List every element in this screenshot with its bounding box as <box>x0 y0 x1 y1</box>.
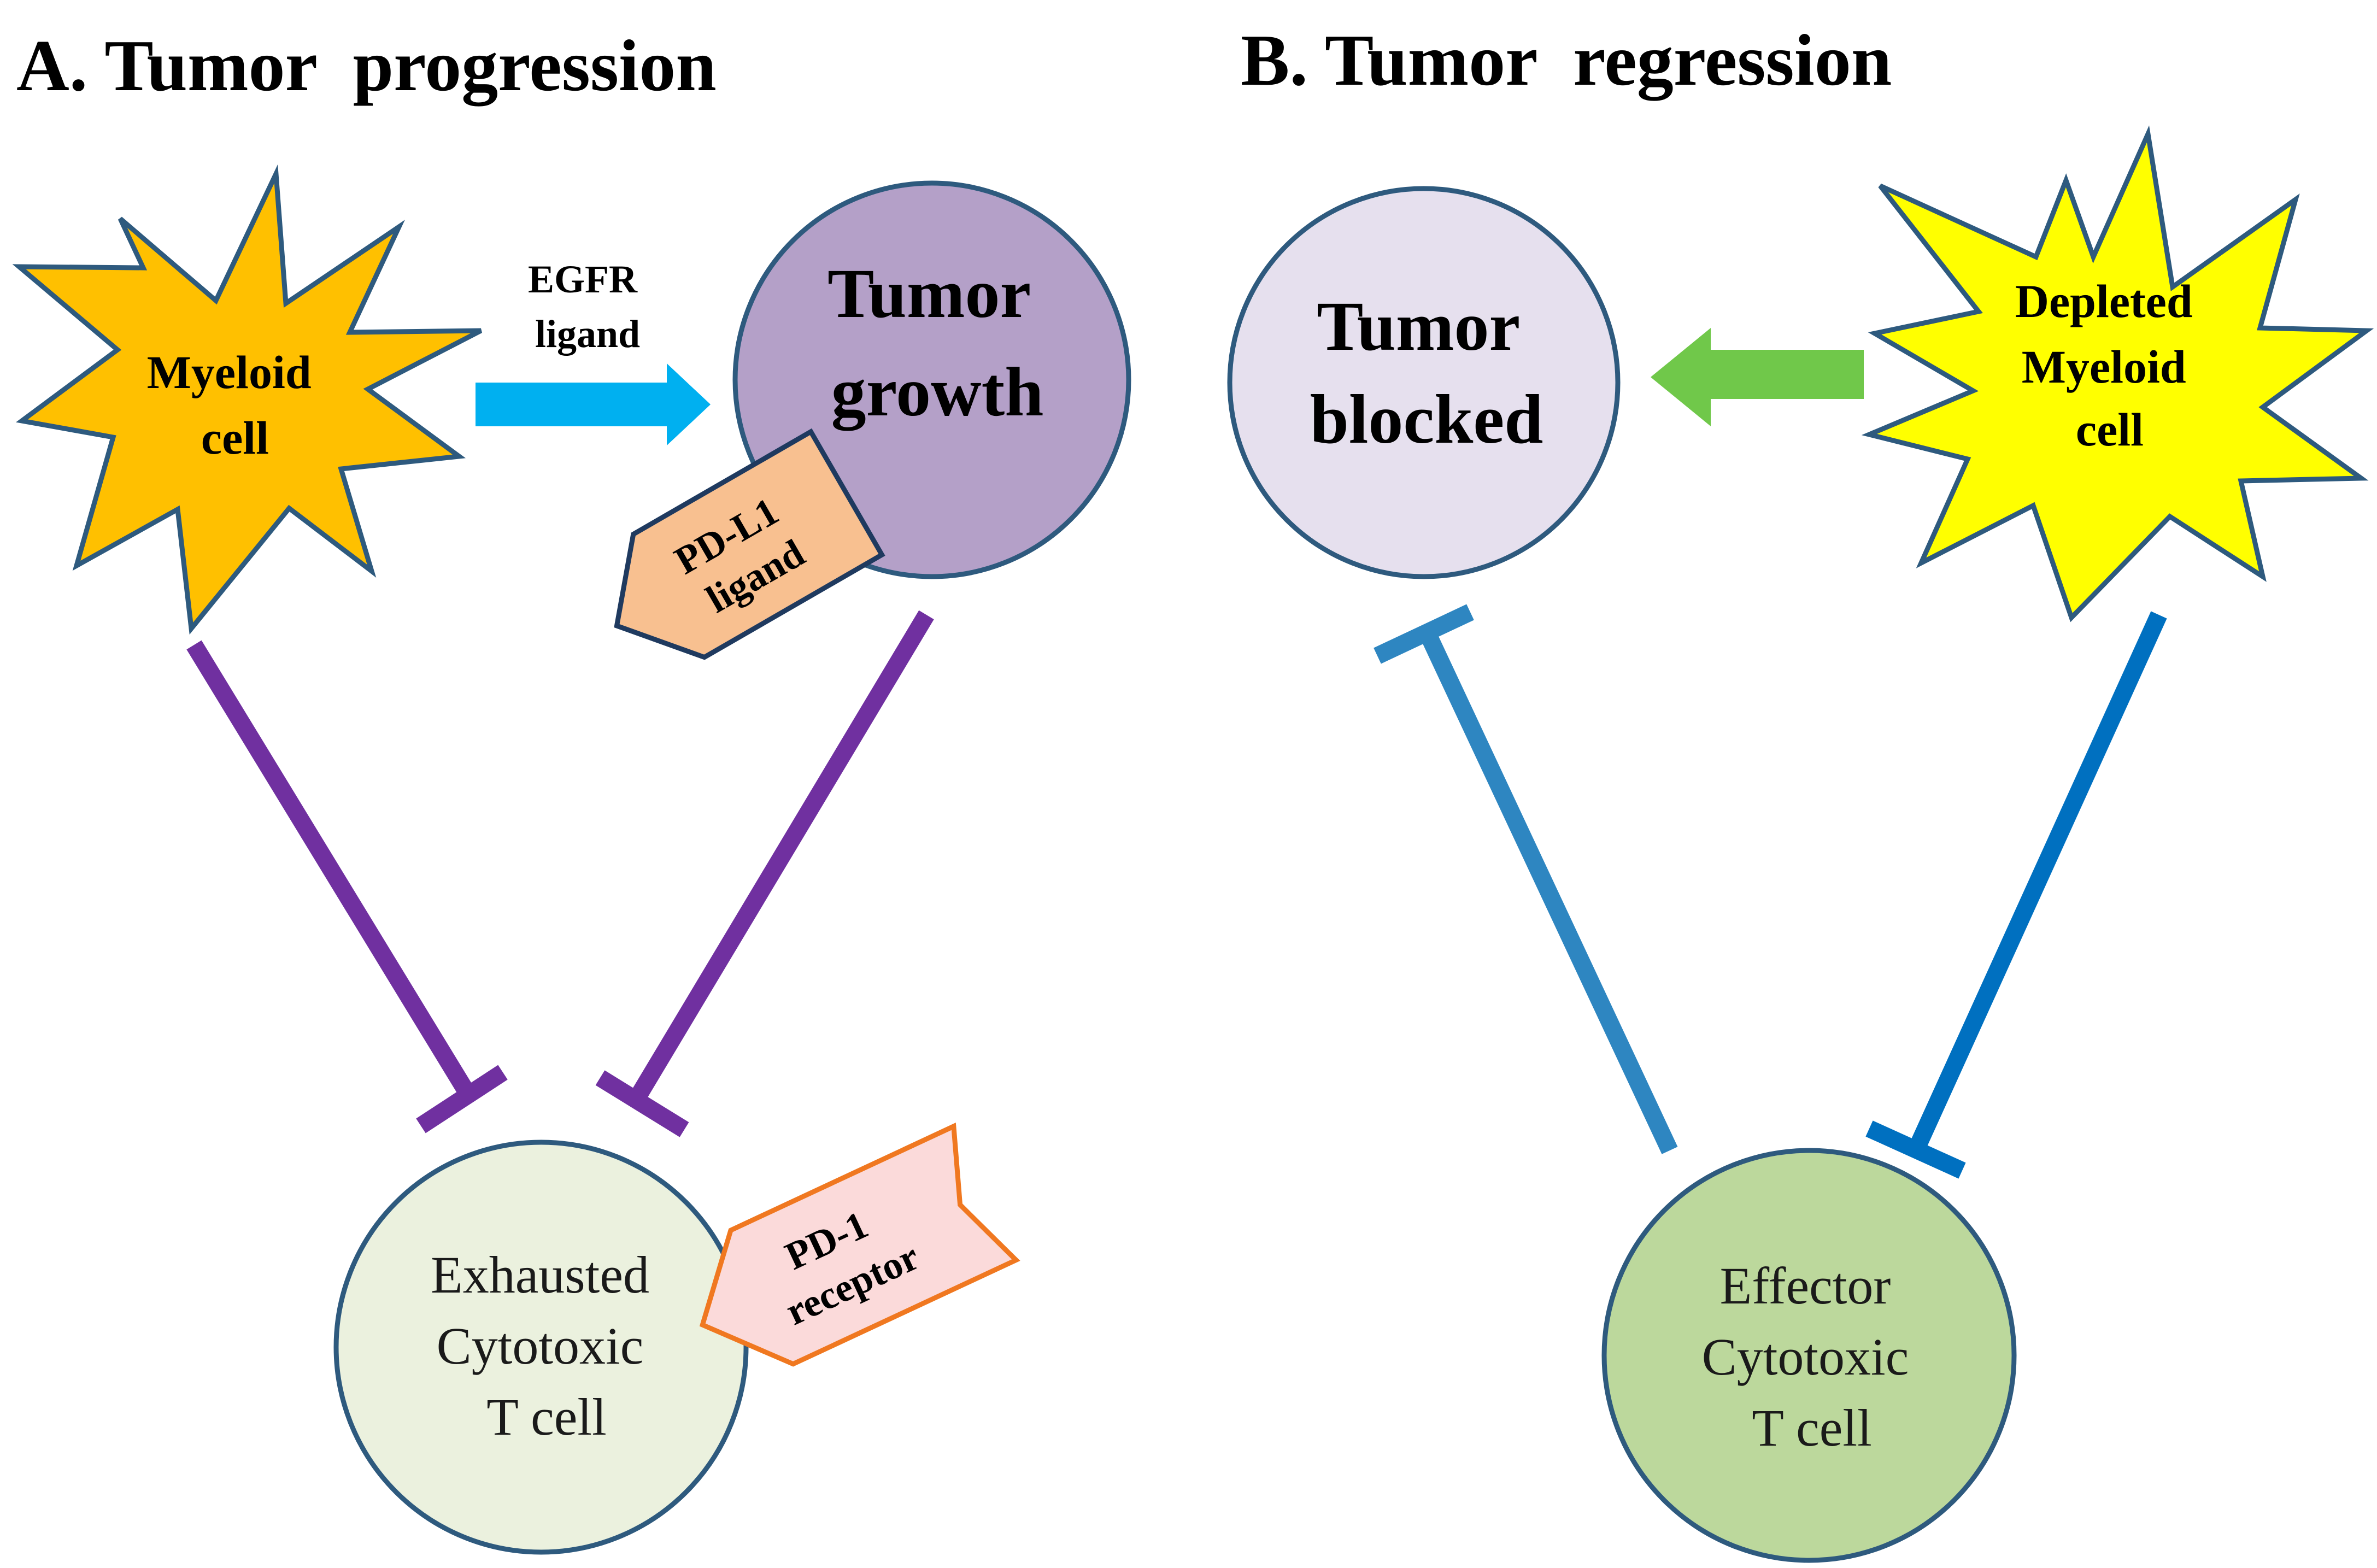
exhausted-tcell-node: Exhausted Cytotoxic T cell <box>333 1140 749 1555</box>
inhibition-line <box>1908 611 2167 1154</box>
tumor-blocked-circle <box>1227 186 1621 579</box>
myeloid-cell-label: Myeloid cell <box>147 346 323 464</box>
tumor-growth-label: Tumor growth <box>827 255 1047 431</box>
inhibition-line <box>629 610 934 1103</box>
pdl1-ligand-node: PD-L1 ligand <box>614 428 885 660</box>
starburst-icon <box>1861 125 2374 622</box>
effector-tcell-label: Effector Cytotoxic T cell <box>1702 1256 1922 1457</box>
inhibition-line <box>186 640 475 1098</box>
effector-tcell-circle <box>1601 1148 2017 1563</box>
exhausted-tcell-circle <box>333 1140 749 1555</box>
tumor-blocked-label: Tumor blocked <box>1310 287 1543 458</box>
inhibition-tumor-to-exhausted-tcell <box>595 610 934 1137</box>
tumor-blocked-node: Tumor blocked <box>1227 186 1621 579</box>
depleted-myeloid-cell-label: Depleted Myeloid cell <box>2015 275 2204 456</box>
myeloid-cell-node: Myeloid cell <box>12 164 483 635</box>
panel-a-title: A. Tumor progression <box>16 25 717 107</box>
inhibition-effector-tcell-to-tumor <box>1374 604 1678 1154</box>
panel-b-title: B. Tumor regression <box>1241 20 1892 101</box>
inhibition-depleted-myeloid-to-effector-tcell <box>1865 611 2167 1179</box>
depleted-myeloid-cell-node: Depleted Myeloid cell <box>1861 125 2374 622</box>
egfr-arrow-icon <box>476 363 711 445</box>
inhibition-line <box>1418 627 1678 1154</box>
effector-tcell-node: Effector Cytotoxic T cell <box>1601 1148 2017 1563</box>
pd1-receptor-shape <box>699 1123 1020 1367</box>
inhibition-myeloid-to-exhausted-tcell <box>186 640 508 1134</box>
starburst-icon <box>12 164 483 635</box>
exhausted-tcell-label: Exhausted Cytotoxic T cell <box>431 1246 662 1446</box>
inhibition-bar <box>1865 1120 1966 1179</box>
inhibition-bar <box>1374 604 1474 664</box>
regression-arrow-icon <box>1651 328 1864 426</box>
egfr-ligand-label: EGFR ligand <box>528 257 647 356</box>
pdl1-ligand-shape <box>614 428 885 660</box>
inhibition-bar <box>416 1065 508 1134</box>
inhibition-bar <box>595 1070 689 1137</box>
